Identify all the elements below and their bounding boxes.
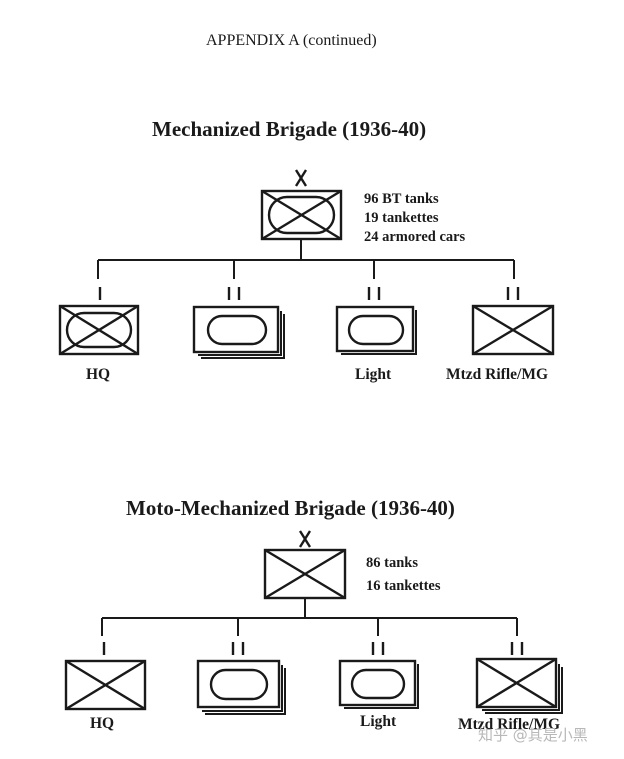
chart-1-hq-echelon-mark [294, 169, 308, 187]
note-line: 24 armored cars [364, 229, 466, 245]
chart-1-unit-symbol-hq [58, 304, 140, 356]
chart-2-title: Moto-Mechanized Brigade (1936-40) [126, 496, 455, 520]
chart-2-unit-symbol-tank-stacked [196, 659, 286, 715]
chart-1-unit-label-hq: HQ [86, 366, 111, 383]
chart-2-unit-symbol-hq [64, 659, 147, 711]
chart-2-hq-echelon-mark [298, 530, 312, 548]
chart-1-unit-symbol-tank-stacked [192, 305, 285, 359]
chart-1-unit-symbol-infantry [471, 304, 555, 356]
note-line: 16 tankettes [366, 578, 441, 594]
chart-2-unit-symbol-tank [338, 659, 419, 709]
chart-1-brigade-symbol [260, 189, 343, 241]
chart-2-brigade-symbol [263, 548, 347, 600]
chart-2-unit-echelon-marks [102, 642, 524, 655]
note-line: 86 tanks [366, 555, 418, 571]
chart-2-strength-notes: 86 tanks 16 tankettes [366, 552, 441, 598]
chart-2-unit-label-hq: HQ [90, 715, 115, 732]
chart-2-unit-label-light: Light [360, 713, 397, 730]
chart-2-unit-label-rifle-mg: Mtzd Rifle/MG [458, 716, 561, 733]
chart-2-connectors [101, 598, 518, 636]
chart-1-unit-label-light: Light [355, 366, 392, 383]
note-line: 96 BT tanks [364, 191, 439, 207]
chart-1-unit-label-rifle-mg: Mtzd Rifle/MG [446, 366, 549, 383]
chart-1-title: Mechanized Brigade (1936-40) [152, 117, 427, 141]
chart-1-strength-notes: 96 BT tanks 19 tankettes 24 armored cars [364, 190, 465, 247]
watermark: 知乎 @其是小黑 [478, 726, 588, 744]
chart-2-unit-symbol-infantry-stacked [475, 657, 563, 714]
chart-1-connectors [97, 239, 515, 279]
page-header: APPENDIX A (continued) [206, 32, 377, 49]
chart-1-unit-echelon-marks [98, 287, 520, 300]
chart-1-unit-symbol-tank [335, 305, 417, 355]
note-line: 19 tankettes [364, 210, 439, 226]
